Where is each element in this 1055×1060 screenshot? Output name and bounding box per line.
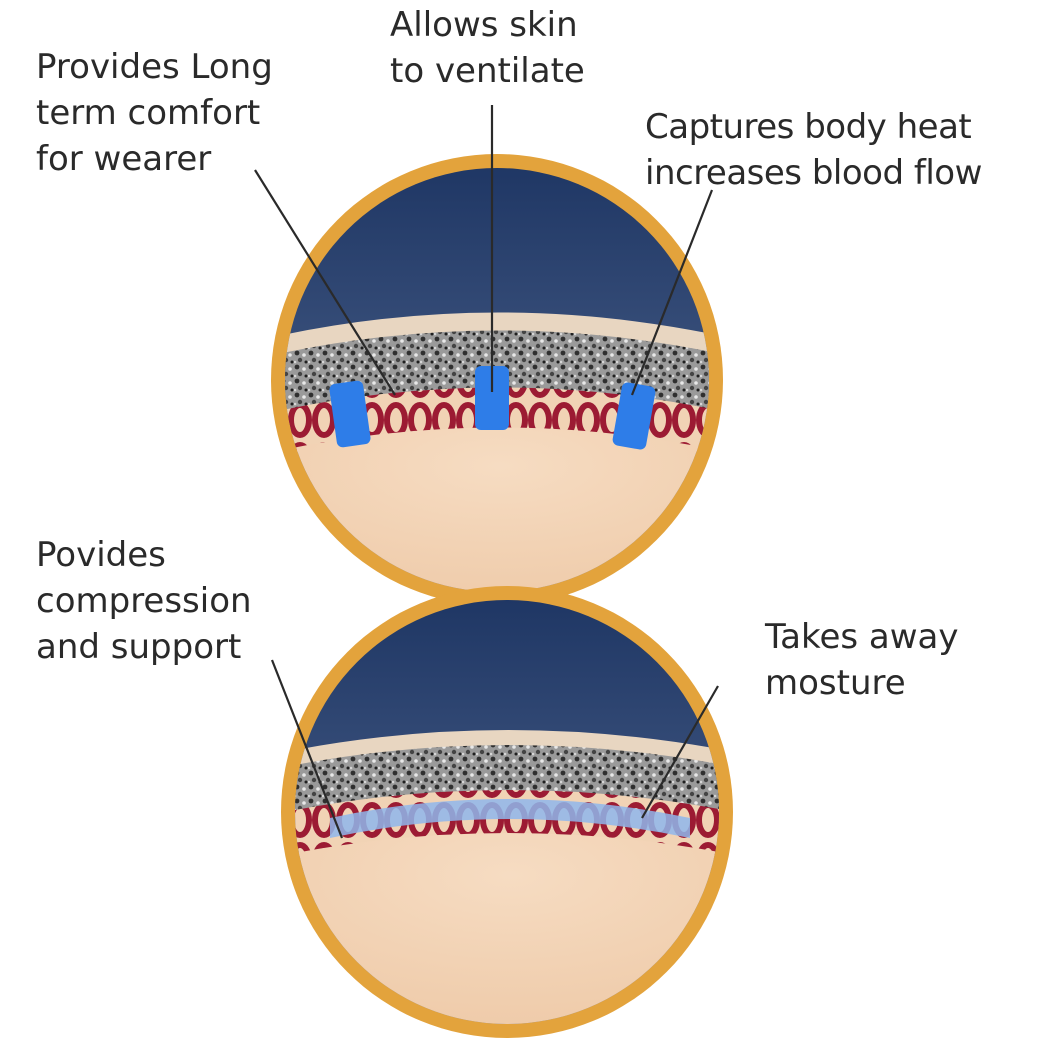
bottom-outer-layer (295, 730, 719, 772)
label-line: compression (36, 581, 252, 621)
label-line: Allows skin (390, 5, 578, 45)
label-body-heat: Captures body heat increases blood flow (645, 104, 982, 196)
top-channel-left (329, 380, 371, 448)
label-line: and support (36, 627, 242, 667)
label-line: Povides (36, 535, 166, 575)
bottom-cross-section (281, 586, 733, 1038)
label-line: increases blood flow (645, 153, 982, 193)
top-outer-layer (285, 312, 709, 360)
label-line: to ventilate (390, 51, 585, 91)
label-long-term-comfort: Provides Long term comfort for wearer (36, 44, 273, 182)
label-line: mosture (765, 663, 906, 703)
top-channel-center (475, 366, 509, 430)
leader-moisture (641, 685, 719, 819)
label-ventilate: Allows skin to ventilate (390, 2, 585, 94)
label-line: for wearer (36, 139, 212, 179)
label-line: Takes away (765, 617, 959, 657)
bottom-moisture-band (330, 799, 690, 838)
leader-comfort (254, 169, 396, 396)
label-compression: Povides compression and support (36, 532, 252, 670)
label-moisture: Takes away mosture (765, 614, 959, 706)
leader-heat (630, 189, 714, 396)
label-line: Captures body heat (645, 107, 972, 147)
leader-compress (270, 659, 344, 839)
leader-lines (254, 105, 719, 839)
label-line: Provides Long (36, 47, 273, 87)
top-cross-section (271, 154, 723, 606)
label-line: term comfort (36, 93, 261, 133)
top-channel-right (612, 382, 656, 450)
